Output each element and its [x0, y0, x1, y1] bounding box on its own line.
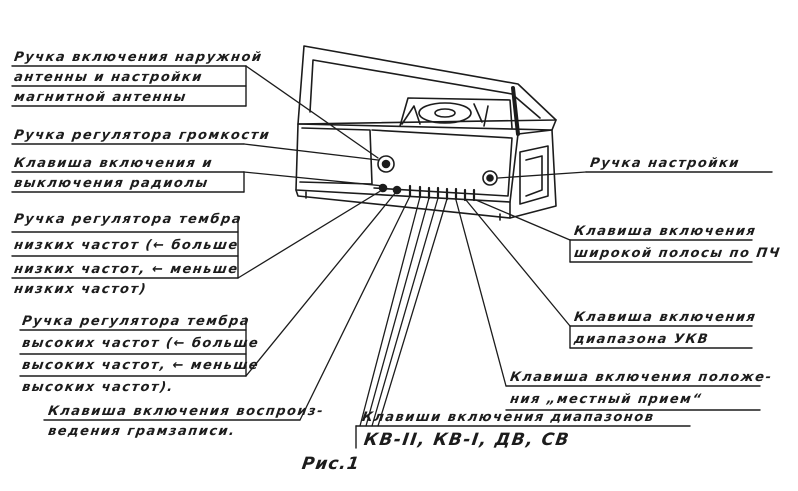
label-bass-3: низких частот, ← меньше — [13, 262, 240, 277]
volume-knob — [377, 155, 395, 173]
label-playback-2: ведения грамзаписи. — [47, 424, 237, 439]
turntable-spindle — [434, 108, 456, 118]
label-treble-4: высоких частот). — [21, 380, 175, 395]
label-wideband-1: Клавиша включения — [573, 224, 758, 239]
cabinet-bottom — [295, 189, 511, 219]
volume-knob-center — [381, 159, 391, 169]
label-playback-1: Клавиша включения воспроиз- — [47, 404, 326, 419]
label-treble-1: Ручка регулятора тембра — [21, 314, 252, 329]
cabinet-front — [295, 123, 519, 203]
antenna-rod — [511, 86, 520, 136]
cabinet-side — [509, 129, 557, 219]
tuning-knob-center — [486, 174, 494, 182]
label-power-1: Клавиша включения и — [13, 156, 215, 171]
turntable-well — [399, 97, 513, 129]
well-triangle — [401, 105, 421, 125]
left-underlines — [11, 65, 301, 421]
label-power-2: выключения радиолы — [13, 176, 210, 191]
label-external-antenna-3: магнитной антенны — [13, 90, 188, 105]
front-panel — [299, 127, 373, 185]
leader-lines — [237, 65, 587, 427]
label-volume: Ручка регулятора громкости — [13, 128, 272, 143]
label-local-1: Клавиша включения положе- — [509, 370, 774, 385]
label-bass-1: Ручка регулятора тембра — [13, 212, 244, 227]
label-wideband-2: широкой полосы по ПЧ — [573, 246, 782, 261]
label-bass-4: низких частот) — [13, 282, 148, 297]
label-treble-2: высоких частот (← больше — [21, 336, 261, 351]
treble-knob — [392, 185, 402, 195]
label-bands-2: КВ-II, КВ-I, ДВ, СВ — [362, 430, 572, 450]
label-ukv-2: диапазона УКВ — [573, 332, 711, 347]
label-external-antenna-1: Ручка включения наружной — [13, 50, 264, 65]
label-bass-2: низких частот (← больше — [13, 238, 240, 253]
keys — [408, 184, 476, 202]
label-local-2: ния „местный прием“ — [509, 392, 704, 407]
legs — [305, 191, 501, 221]
side-grille-inner — [525, 155, 543, 197]
right-underlines — [355, 171, 773, 449]
label-bands-1: Клавиши включения диапазонов — [361, 410, 656, 425]
tuning-knob — [482, 170, 498, 186]
turntable — [418, 102, 472, 124]
label-ukv-1: Клавиша включения — [573, 310, 758, 325]
tone-arm — [473, 103, 489, 127]
lid — [297, 45, 557, 125]
label-external-antenna-2: антенны и настройки — [13, 70, 204, 85]
front-panel-2 — [371, 129, 513, 197]
side-grille — [519, 145, 549, 205]
lid-inner — [309, 59, 541, 119]
label-tuning: Ручка настройки — [589, 156, 741, 171]
figure-caption: Рис.1 — [300, 454, 362, 474]
label-treble-3: высоких частот, ← меньше — [21, 358, 261, 373]
